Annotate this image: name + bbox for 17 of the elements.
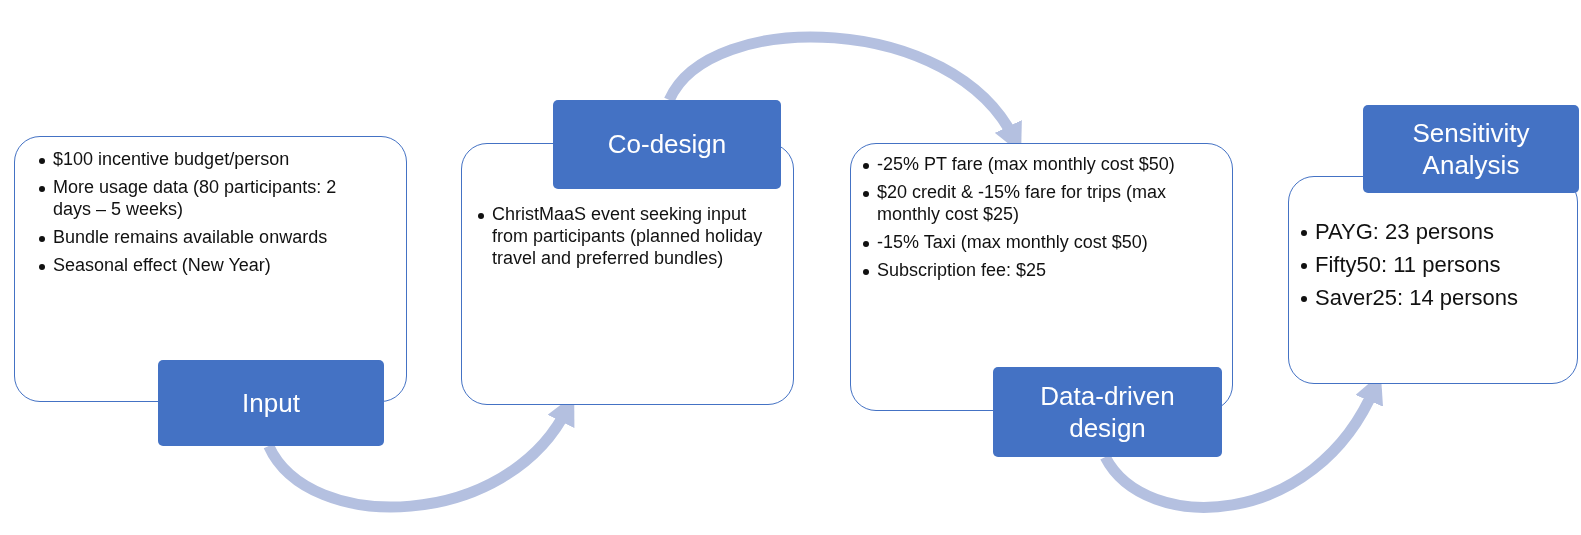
bullet-item: PAYG: 23 persons	[1299, 219, 1571, 246]
stage-label-box: Data-driven design	[993, 367, 1222, 457]
bullet-item: $100 incentive budget/person	[37, 149, 366, 171]
bullet-item: Bundle remains available onwards	[37, 226, 366, 249]
bullet-item: -15% Taxi (max monthly cost $50)	[861, 231, 1202, 254]
bullet-item: Seasonal effect (New Year)	[37, 254, 366, 277]
stage-label-box: Sensitivity Analysis	[1363, 105, 1579, 193]
bullet-item: Subscription fee: $25	[861, 259, 1202, 282]
bullet-item: Fifty50: 11 persons	[1299, 251, 1571, 279]
bullet-item: Saver25: 14 persons	[1299, 284, 1571, 312]
bullet-item: -25% PT fare (max monthly cost $50)	[861, 154, 1202, 176]
content-card	[850, 143, 1233, 411]
stage-label-box: Input	[158, 360, 384, 446]
bullet-item: $20 credit & -15% fare for trips (max monthly cost $25)	[861, 181, 1202, 226]
bullet-item: ChristMaaS event seeking input from participants (planned holiday travel and preferred bundles)	[476, 204, 763, 270]
bullet-item: More usage data (80 participants: 2 days – 5 weeks)	[37, 176, 366, 221]
stage-label-box: Co-design	[553, 100, 781, 189]
